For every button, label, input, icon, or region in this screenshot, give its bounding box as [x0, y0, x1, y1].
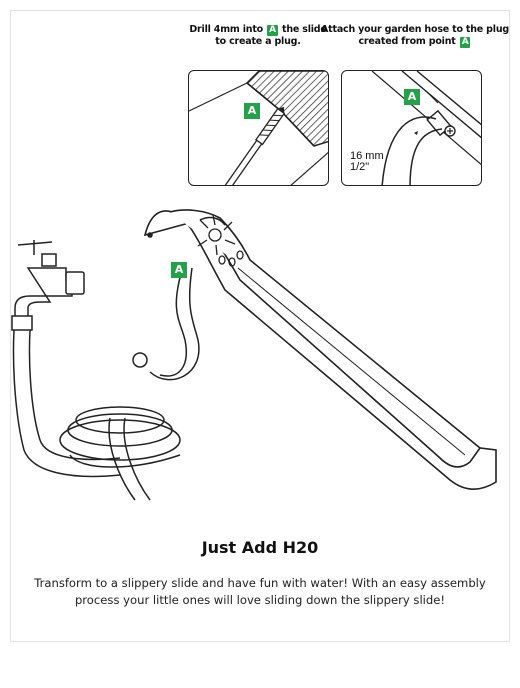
slide-hose-illustration: A: [10, 200, 510, 515]
section-title: Just Add H20: [201, 538, 319, 557]
hose-marker-tag: A: [404, 89, 420, 105]
step1-marker-badge: A: [267, 25, 278, 36]
step2-caption: Attach your garden hose to the plug crea…: [320, 24, 510, 48]
drill-icon: [189, 71, 328, 185]
step2-marker-badge: A: [459, 37, 471, 48]
step1-text-before: Drill 4mm into: [189, 24, 263, 35]
step1-caption: Drill 4mm into A the slide to create a p…: [183, 24, 333, 48]
step2-text-before: Attach your garden hose to the plug crea…: [321, 24, 509, 47]
measurement-label: 16 mm 1/2": [350, 151, 384, 173]
hose-coil-icon: [12, 267, 200, 501]
section-description: Transform to a slippery slide and have f…: [34, 576, 486, 607]
measurement-in: 1/2": [350, 161, 370, 173]
drill-detail-panel: A: [188, 70, 329, 186]
slide-marker-tag: A: [171, 262, 187, 278]
measurement-mm: 16 mm: [350, 150, 384, 162]
water-splash-icon: [197, 214, 244, 267]
slide-icon: [143, 209, 497, 491]
drill-marker-tag: A: [244, 103, 260, 119]
hose-detail-panel: A 16 mm 1/2": [341, 70, 482, 186]
step1-text-after: the slide to create a plug.: [215, 24, 327, 47]
hose-plug-icon: [371, 71, 481, 185]
garden-tap-icon: [11, 240, 85, 331]
